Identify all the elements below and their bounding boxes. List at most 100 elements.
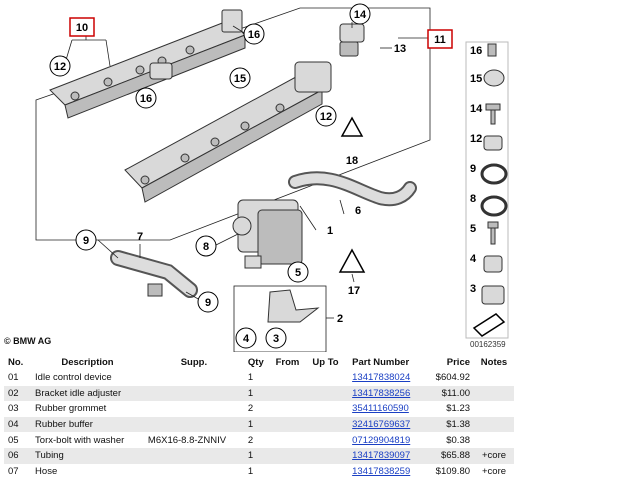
table-row: 03 Rubber grommet 2 35411160590 $1.23 bbox=[4, 401, 514, 417]
header-notes: Notes bbox=[480, 356, 508, 368]
svg-text:3: 3 bbox=[273, 333, 279, 345]
cell-description: Bracket idle adjuster bbox=[31, 385, 144, 402]
cell-qty: 1 bbox=[243, 447, 272, 464]
callout-9b[interactable]: 9 bbox=[197, 291, 219, 313]
part-number-link[interactable]: 13417838256 bbox=[352, 387, 411, 399]
callout-3[interactable]: 3 bbox=[265, 327, 287, 349]
cell-no: 04 bbox=[4, 416, 32, 433]
svg-text:15: 15 bbox=[470, 73, 482, 85]
callout-13: 13 bbox=[394, 43, 406, 55]
cell-supp bbox=[144, 401, 244, 417]
callout-1: 1 bbox=[327, 225, 333, 237]
header-price: Price bbox=[446, 356, 471, 368]
svg-text:8: 8 bbox=[470, 193, 476, 205]
copyright-text: © BMW AG bbox=[4, 336, 52, 346]
cell-description: Tubing bbox=[31, 447, 144, 464]
cell-notes: +core bbox=[481, 465, 507, 477]
callout-6: 6 bbox=[355, 205, 361, 217]
part-number-link[interactable]: 07129904819 bbox=[352, 434, 411, 446]
part-number-link[interactable]: 32416769637 bbox=[352, 419, 411, 431]
pressure-sensor bbox=[339, 23, 365, 57]
cell-description: Rubber buffer bbox=[31, 416, 144, 433]
callout-16b[interactable]: 16 bbox=[135, 87, 157, 109]
cell-supp bbox=[143, 416, 244, 433]
svg-text:15: 15 bbox=[234, 73, 246, 85]
svg-text:5: 5 bbox=[295, 267, 301, 279]
svg-text:16: 16 bbox=[248, 29, 260, 41]
part-number-link[interactable]: 35411160590 bbox=[352, 403, 409, 415]
cell-qty: 1 bbox=[243, 385, 272, 402]
warning-triangle-18 bbox=[340, 116, 364, 137]
cell-no: 06 bbox=[4, 447, 32, 464]
header-supp: Supp. bbox=[180, 356, 208, 368]
cell-qty: 2 bbox=[247, 403, 254, 415]
svg-text:13: 13 bbox=[394, 43, 406, 55]
svg-text:9: 9 bbox=[83, 235, 89, 247]
part-number-link[interactable]: 13417838259 bbox=[352, 465, 411, 477]
cell-no: 01 bbox=[8, 372, 19, 384]
parts-table: No. Description Supp. Qty From Up To Par… bbox=[4, 354, 514, 479]
cell-qty: 2 bbox=[247, 434, 254, 446]
cell-part-number: 13417838259 bbox=[348, 464, 425, 480]
cell-upto bbox=[308, 447, 349, 464]
cell-from bbox=[272, 432, 309, 448]
svg-text:6: 6 bbox=[355, 205, 361, 217]
cell-description: Rubber grommet bbox=[35, 403, 107, 415]
warning-triangle-17 bbox=[338, 248, 366, 273]
callout-2: 2 bbox=[337, 313, 343, 325]
callout-16a[interactable]: 16 bbox=[243, 23, 265, 45]
cell-price: $1.23 bbox=[446, 403, 471, 415]
svg-text:8: 8 bbox=[203, 241, 209, 253]
svg-text:12: 12 bbox=[54, 61, 66, 73]
callout-12b[interactable]: 12 bbox=[315, 105, 337, 127]
parts-diagram: 10 11 12 16 14 13 15 16 12 18 6 1 8 7 9 … bbox=[35, 3, 509, 352]
bracket-part bbox=[267, 289, 320, 323]
fuel-rail-upper bbox=[49, 9, 246, 119]
fuel-rail-lower bbox=[124, 61, 332, 203]
callout-10[interactable]: 10 bbox=[69, 17, 95, 37]
cell-price: $1.38 bbox=[424, 416, 475, 433]
bracket-box bbox=[233, 285, 327, 352]
cell-part-number: 13417838256 bbox=[348, 385, 425, 402]
callout-9a[interactable]: 9 bbox=[75, 229, 97, 251]
table-header-row: No. Description Supp. Qty From Up To Par… bbox=[4, 354, 514, 370]
callout-18: 18 bbox=[346, 155, 358, 167]
cell-from bbox=[272, 401, 309, 417]
svg-text:12: 12 bbox=[470, 133, 482, 145]
cell-supp bbox=[144, 370, 244, 386]
header-no: No. bbox=[8, 356, 24, 368]
part-number-link[interactable]: 13417839097 bbox=[352, 450, 411, 462]
svg-text:3: 3 bbox=[470, 283, 476, 295]
svg-text:12: 12 bbox=[320, 111, 332, 123]
svg-text:14: 14 bbox=[354, 9, 367, 21]
svg-text:18: 18 bbox=[346, 155, 358, 167]
cell-no: 03 bbox=[8, 403, 19, 415]
cell-part-number: 07129904819 bbox=[348, 432, 425, 448]
header-qty: Qty bbox=[247, 356, 264, 368]
cell-part-number: 13417839097 bbox=[348, 447, 425, 464]
cell-upto bbox=[308, 385, 349, 402]
callout-4[interactable]: 4 bbox=[235, 327, 257, 349]
cell-description: Idle control device bbox=[35, 372, 112, 384]
cell-price: $11.00 bbox=[424, 385, 475, 402]
callout-14[interactable]: 14 bbox=[349, 3, 371, 25]
svg-text:2: 2 bbox=[337, 313, 343, 325]
cell-supp bbox=[144, 464, 244, 480]
callout-8[interactable]: 8 bbox=[195, 235, 217, 257]
svg-text:11: 11 bbox=[434, 34, 446, 46]
cell-upto bbox=[308, 432, 348, 448]
svg-text:4: 4 bbox=[470, 253, 477, 265]
callout-15[interactable]: 15 bbox=[229, 67, 251, 89]
cell-upto bbox=[308, 370, 348, 386]
svg-text:10: 10 bbox=[76, 22, 88, 34]
tubing-part bbox=[110, 250, 198, 298]
callout-12a[interactable]: 12 bbox=[49, 55, 71, 77]
callout-5[interactable]: 5 bbox=[287, 261, 309, 283]
part-number-link[interactable]: 13417838024 bbox=[352, 372, 411, 384]
cell-supp: M6X16-8.8-ZNNIV bbox=[147, 434, 227, 446]
callout-11[interactable]: 11 bbox=[427, 29, 453, 49]
